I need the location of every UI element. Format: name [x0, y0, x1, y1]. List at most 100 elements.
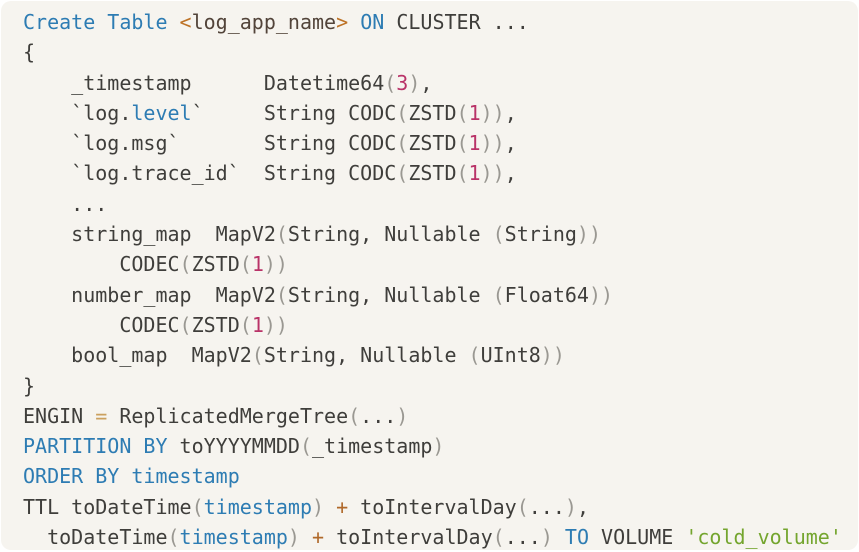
code-line: toDateTime(timestamp) + toIntervalDay(..… [23, 522, 858, 552]
code-token-paren: ( [180, 252, 192, 276]
code-token-paren: ( [493, 222, 505, 246]
code-token-paren: ( [168, 525, 180, 549]
code-token-paren: ( [384, 71, 396, 95]
code-token-paren: ( [252, 343, 264, 367]
code-line: Create Table <log_app_name> ON CLUSTER .… [23, 7, 858, 37]
code-token-operator_eq: = [95, 404, 107, 428]
code-token-default: CLUSTER ... [384, 10, 529, 34]
code-token-default: toIntervalDay [324, 525, 493, 549]
code-line: string_map MapV2(String, Nullable (Strin… [23, 219, 858, 249]
code-token-paren: ( [300, 434, 312, 458]
code-token-number: 1 [252, 252, 264, 276]
code-token-operator_plus: + [336, 495, 348, 519]
code-line: ORDER BY timestamp [23, 461, 858, 491]
code-token-paren: ) [541, 525, 553, 549]
code-token-paren: ) [408, 71, 420, 95]
code-token-keyword: ON [360, 10, 384, 34]
code-token-paren: ( [180, 313, 192, 337]
code-token-default: bool_map MapV2 [23, 343, 252, 367]
code-token-default: number_map MapV2 [23, 283, 276, 307]
code-token-default [119, 464, 131, 488]
code-token-keyword: TO [565, 525, 589, 549]
code-token-default: , [420, 71, 432, 95]
code-token-default: ` String CODC [192, 101, 397, 125]
code-token-paren: ) [565, 495, 577, 519]
code-token-default: Float64 [505, 283, 589, 307]
code-token-keyword: timestamp [131, 464, 239, 488]
code-token-paren: ( [240, 252, 252, 276]
code-token-paren: ( [192, 495, 204, 519]
code-token-default: ... [505, 525, 541, 549]
code-token-default: ... [23, 192, 107, 216]
code-token-number: 1 [469, 101, 481, 125]
code-token-paren: )) [541, 343, 565, 367]
code-token-default: } [23, 374, 35, 398]
code-line: ... [23, 189, 858, 219]
code-token-default: , [505, 131, 517, 155]
code-token-default: toYYYYMMDD [168, 434, 300, 458]
code-line: number_map MapV2(String, Nullable (Float… [23, 280, 858, 310]
code-token-default: CODEC [23, 252, 180, 276]
code-token-paren: ( [396, 131, 408, 155]
code-line: CODEC(ZSTD(1)) [23, 249, 858, 279]
code-token-paren: ( [240, 313, 252, 337]
code-token-default: String, Nullable [288, 283, 493, 307]
code-token-default: ZSTD [192, 252, 240, 276]
code-token-tag_name: log_app_name [192, 10, 337, 34]
code-line: bool_map MapV2(String, Nullable (UInt8)) [23, 340, 858, 370]
code-token-default [300, 525, 312, 549]
code-token-keyword: level [131, 101, 191, 125]
code-token-paren: ( [517, 495, 529, 519]
code-token-string: 'cold_volume' [685, 525, 842, 549]
code-token-paren: )) [481, 131, 505, 155]
code-token-default [553, 525, 565, 549]
code-token-paren: ( [396, 101, 408, 125]
code-token-number: 1 [252, 313, 264, 337]
code-token-default [348, 10, 360, 34]
code-token-number: 1 [469, 131, 481, 155]
code-token-paren: )) [264, 313, 288, 337]
code-token-default: _timestamp [312, 434, 432, 458]
code-token-default: CODEC [23, 313, 180, 337]
code-token-paren: ( [493, 525, 505, 549]
code-token-paren: ) [312, 495, 324, 519]
code-block: Create Table <log_app_name> ON CLUSTER .… [23, 7, 858, 552]
code-token-paren: ( [457, 161, 469, 185]
code-token-number: 3 [396, 71, 408, 95]
code-token-tag_bracket: < [180, 10, 192, 34]
code-token-default: toIntervalDay [348, 495, 517, 519]
code-token-paren: ) [396, 404, 408, 428]
code-token-paren: )) [481, 161, 505, 185]
code-line: PARTITION BY toYYYYMMDD(_timestamp) [23, 431, 858, 461]
code-token-keyword: ORDER BY [23, 464, 119, 488]
code-line: ENGIN = ReplicatedMergeTree(...) [23, 401, 858, 431]
code-token-paren: ( [457, 101, 469, 125]
code-token-tag_bracket: > [336, 10, 348, 34]
code-token-paren: ( [276, 283, 288, 307]
code-token-default: `log.msg` String CODC [23, 131, 396, 155]
code-token-default: ZSTD [408, 131, 456, 155]
code-token-paren: ( [276, 222, 288, 246]
code-token-default: ZSTD [408, 161, 456, 185]
code-line: _timestamp Datetime64(3), [23, 68, 858, 98]
code-token-default: string_map MapV2 [23, 222, 276, 246]
code-token-default: String, Nullable [264, 343, 469, 367]
code-token-keyword: Create Table [23, 10, 180, 34]
code-line: `log.trace_id` String CODC(ZSTD(1)), [23, 158, 858, 188]
code-line: { [23, 37, 858, 67]
code-token-default: , [505, 101, 517, 125]
code-token-paren: ( [469, 343, 481, 367]
code-token-default: ZSTD [192, 313, 240, 337]
code-token-default: , [577, 495, 589, 519]
code-line: CODEC(ZSTD(1)) [23, 310, 858, 340]
code-token-number: 1 [469, 161, 481, 185]
code-token-paren: ( [396, 161, 408, 185]
code-token-paren: )) [481, 101, 505, 125]
code-token-keyword: PARTITION BY [23, 434, 168, 458]
code-token-default: `log.trace_id` String CODC [23, 161, 396, 185]
code-token-keyword: timestamp [180, 525, 288, 549]
code-token-default: , [505, 161, 517, 185]
code-token-default: toDateTime [23, 525, 168, 549]
code-token-default: ENGIN [23, 404, 95, 428]
